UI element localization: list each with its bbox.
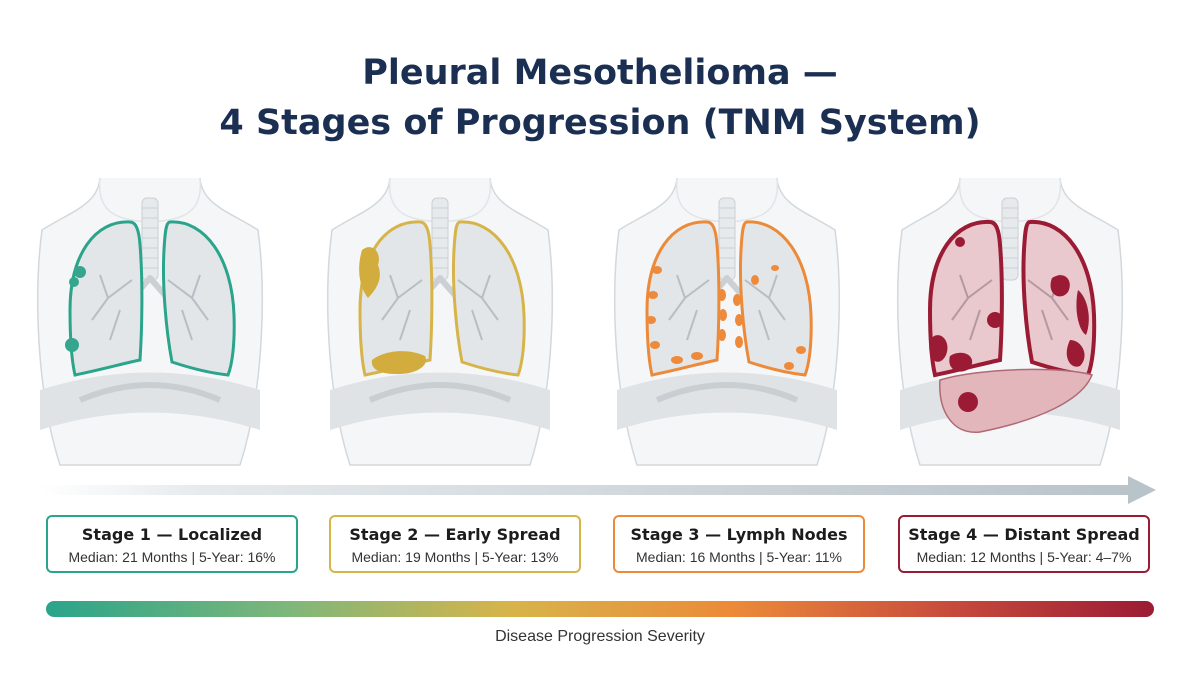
stage-2-name: Stage 2 — Early Spread (349, 525, 561, 544)
trachea (1001, 197, 1019, 281)
left-lung (161, 220, 236, 377)
stage-3-stats: Median: 16 Months | 5-Year: 11% (636, 549, 842, 565)
stage-4-card: Stage 4 — Distant Spread Median: 12 Mont… (898, 515, 1150, 573)
stage-1-name: Stage 1 — Localized (81, 525, 263, 544)
stage-2-card: Stage 2 — Early Spread Median: 19 Months… (329, 515, 581, 573)
stage-4-stats: Median: 12 Months | 5-Year: 4–7% (916, 549, 1132, 565)
right-lung (927, 219, 1004, 378)
stage-4-name: Stage 4 — Distant Spread (908, 525, 1140, 544)
severity-label: Disease Progression Severity (495, 628, 705, 645)
stage-3-card: Stage 3 — Lymph Nodes Median: 16 Months … (613, 515, 865, 573)
left-lung (1021, 219, 1097, 378)
lymph-nodes (646, 265, 806, 370)
tumor-nodules (359, 247, 426, 375)
title-line-1: Pleural Mesothelioma — (362, 53, 838, 93)
stage-1-stats: Median: 21 Months | 5-Year: 16% (68, 549, 276, 565)
left-lung (738, 220, 813, 377)
stage-1-illustration (0, 170, 300, 470)
stage-illustrations (0, 170, 1200, 470)
progression-arrow (40, 470, 1160, 510)
stage-2-stats: Median: 19 Months | 5-Year: 13% (351, 549, 559, 565)
right-lung (645, 220, 721, 377)
severity-gradient-bar (46, 601, 1154, 617)
page-title: Pleural Mesothelioma — 4 Stages of Progr… (0, 48, 1200, 148)
stage-4-illustration (860, 170, 1160, 470)
stage-3-name: Stage 3 — Lymph Nodes (630, 525, 848, 544)
left-lung (451, 220, 526, 377)
stage-2-illustration (290, 170, 590, 470)
stage-3-illustration (577, 170, 877, 470)
stage-1-card: Stage 1 — Localized Median: 21 Months | … (46, 515, 298, 573)
tumor-nodules (65, 266, 86, 352)
liver (939, 368, 1094, 433)
title-line-2: 4 Stages of Progression (TNM System) (219, 103, 981, 143)
metastatic-masses (929, 237, 1089, 412)
